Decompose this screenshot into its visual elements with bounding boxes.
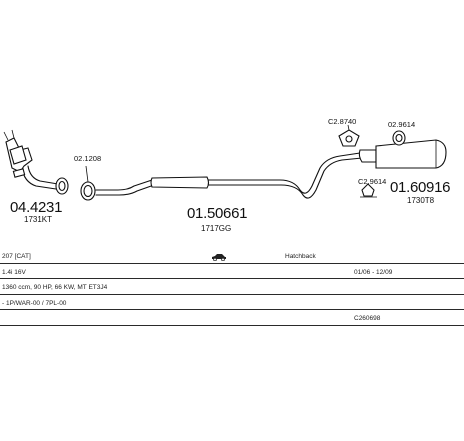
vehicle-info-table: 207 [CAT] Hatchback 1.4i 16V 01/06 - 12/… bbox=[0, 248, 464, 326]
middle-silencer[interactable] bbox=[150, 176, 210, 189]
rear-silencer[interactable] bbox=[358, 139, 447, 169]
info-cell-catalogue-number: C260698 bbox=[354, 315, 381, 322]
exhaust-pipe-run bbox=[21, 152, 363, 199]
rear-silencer-part-code: 01.60916 bbox=[390, 179, 450, 196]
rear-ring-part-code: 02.9614 bbox=[388, 120, 415, 129]
info-row: 1360 ccm, 90 HP, 66 KW, MT ET3J4 bbox=[0, 279, 464, 295]
catalyst-part-code: 04.4231 bbox=[10, 199, 62, 216]
rear-rubber-mount[interactable] bbox=[338, 124, 360, 147]
info-row: - 1P/WAR-00 / 7PL-00 bbox=[0, 295, 464, 310]
front-gasket-part-code: 02.1208 bbox=[74, 154, 101, 163]
rear-silencer-ref-number: 1730T8 bbox=[407, 196, 435, 205]
rear-mount-part-code: C2.8740 bbox=[328, 117, 356, 126]
info-cell-engine: 1.4i 16V bbox=[2, 268, 26, 276]
info-row: 1.4i 16V 01/06 - 12/09 bbox=[0, 264, 464, 279]
middle-silencer-part-code: 01.50661 bbox=[187, 205, 247, 222]
info-cell-body-type: Hatchback bbox=[285, 253, 316, 260]
info-cell-engine-codes: - 1P/WAR-00 / 7PL-00 bbox=[2, 299, 67, 307]
info-row: C260698 bbox=[0, 310, 464, 326]
rear-clamp[interactable] bbox=[360, 183, 377, 198]
front-gasket[interactable] bbox=[80, 165, 96, 201]
catalytic-converter[interactable] bbox=[3, 129, 33, 178]
rear-clamp-part-code: C2.9614 bbox=[358, 177, 386, 186]
info-row: 207 [CAT] Hatchback bbox=[0, 248, 464, 264]
catalyst-ref-number: 1731KT bbox=[24, 215, 52, 224]
front-pipe-ring[interactable] bbox=[55, 177, 69, 195]
rear-pipe-ring[interactable] bbox=[392, 130, 406, 146]
info-cell-engine-specs: 1360 ccm, 90 HP, 66 KW, MT ET3J4 bbox=[2, 284, 108, 291]
hatchback-car-icon bbox=[211, 253, 227, 261]
info-cell-model: 207 [CAT] bbox=[2, 253, 31, 260]
info-cell-production-dates: 01/06 - 12/09 bbox=[354, 268, 393, 276]
middle-silencer-ref-number: 1717GG bbox=[201, 224, 231, 233]
exhaust-system-diagram: 04.4231 1731KT 02.1208 01.50661 1717GG C… bbox=[3, 117, 450, 233]
